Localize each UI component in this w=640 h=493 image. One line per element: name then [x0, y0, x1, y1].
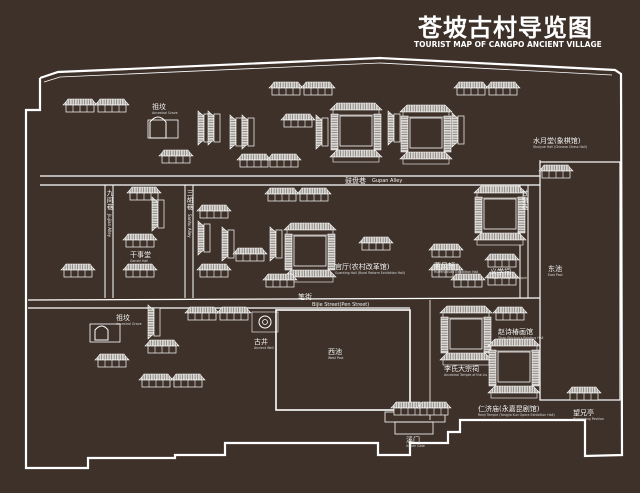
west-pool — [275, 309, 411, 411]
label-jiujian-alley: 九间巷 — [106, 189, 114, 211]
ancient-well — [258, 315, 272, 329]
label-wangxiong-pavilion: 望兄亭 Wangxiong Pavilion — [573, 409, 604, 421]
label-grave-top: 祖坟 Ancestral Grave — [152, 103, 178, 115]
map-subtitle: TOURIST MAP OF CANGPO ANCIENT VILLAGE — [414, 40, 602, 49]
label-gantang-alley: 甘塘巷 — [521, 189, 529, 211]
label-ancient-well: 古井 Ancient Well — [254, 338, 274, 350]
label-ganshi-hall: 干事堂 Ganshi Hall — [130, 251, 151, 263]
label-shuiyue-hall: 水月堂(象棋馆) Shuiyue Hall (Chinese Chess Hal… — [533, 137, 587, 149]
label-renji-temple: 仁济庙(永嘉昆剧馆) Renji Temple (Yongjia Kun Ope… — [478, 405, 555, 417]
label-jiujian-alley-en: Jiujian Alley — [107, 214, 112, 238]
label-li-ancestral-temple: 李氏大宗祠 Ancestral Temple of the Lis — [444, 365, 487, 377]
label-ximen-gate: 溪门 Ximen Gate — [406, 436, 425, 448]
village-wall — [24, 56, 624, 470]
label-yixue-temple: 义学祠 Yixue Ancestral Temple — [490, 268, 527, 280]
label-guanting-hall: 官厅(农村改革馆) Guanting Hall (Rural Reform Ex… — [335, 263, 405, 275]
label-grave-bottom: 祖坟 Ancestral Grave — [116, 314, 142, 326]
label-bijie-street-en: Bijie Street(Pen Street) — [312, 302, 370, 308]
grave-top — [149, 116, 167, 139]
label-east-pool: 东池 East Pool — [548, 265, 563, 277]
label-bijie-street: 笔街 — [298, 293, 312, 301]
label-gupan-alley-en: Gupan Alley — [372, 178, 403, 184]
grave-bottom — [94, 325, 109, 341]
label-huifengxuan: 蕙风轩 Huifengxuan Exhibition Hall — [434, 262, 479, 274]
label-west-pool: 西池 West Pool — [328, 348, 344, 360]
label-sanhu-alley: 三胡巷 — [186, 189, 194, 211]
map-title: 苍坡古村导览图 — [418, 14, 593, 42]
label-zhao-painting-hall: 赵诗椿画馆 Zhao Shichun's Painting Hall — [498, 328, 544, 340]
label-sanhu-alley-en: Sanhu Alley — [187, 214, 192, 238]
label-gupan-alley: 鼓盘巷 — [345, 177, 366, 185]
ximen-gate — [394, 421, 434, 435]
east-pool — [539, 161, 621, 401]
